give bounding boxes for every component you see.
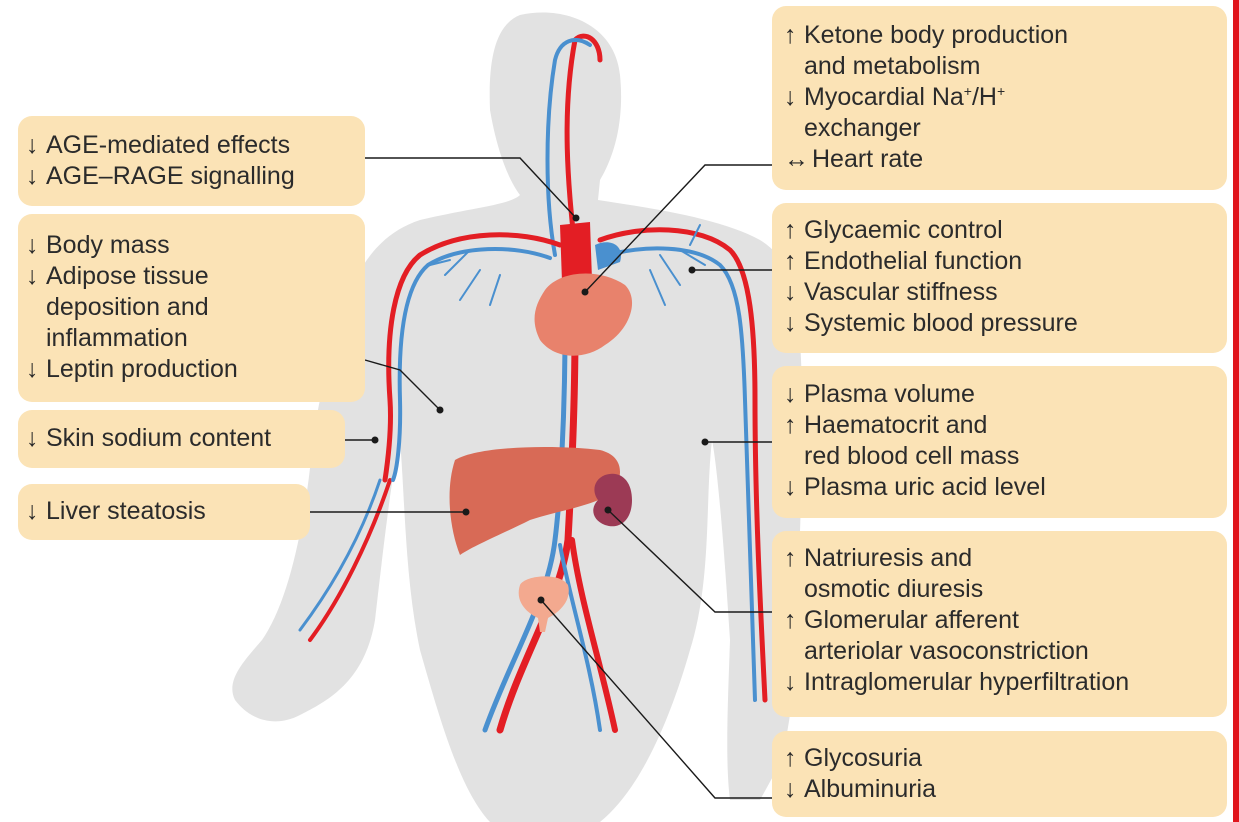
box-line: ↓Adipose tissue xyxy=(26,261,357,292)
box-text: Haematocrit and xyxy=(804,410,987,441)
box-text: osmotic diuresis xyxy=(784,574,1215,605)
box-text: inflammation xyxy=(26,323,357,354)
box-line: ↑Glycosuria xyxy=(784,743,1215,774)
box-line: ↑Ketone body production xyxy=(784,20,1215,51)
down-arrow-icon: ↓ xyxy=(26,130,46,161)
box-liver: ↓Liver steatosis xyxy=(18,484,310,540)
down-arrow-icon: ↓ xyxy=(784,379,804,410)
box-vascular: ↑Glycaemic control ↑Endothelial function… xyxy=(772,203,1227,353)
box-line: ↓Leptin production xyxy=(26,354,357,385)
down-arrow-icon: ↓ xyxy=(26,354,46,385)
box-text: AGE-mediated effects xyxy=(46,130,290,161)
box-text: Body mass xyxy=(46,230,170,261)
box-text: Myocardial Na+/H+ xyxy=(804,82,1005,113)
up-arrow-icon: ↑ xyxy=(784,605,804,636)
down-arrow-icon: ↓ xyxy=(784,774,804,805)
down-arrow-icon: ↓ xyxy=(26,161,46,192)
down-arrow-icon: ↓ xyxy=(26,261,46,292)
down-arrow-icon: ↓ xyxy=(26,423,46,454)
box-text: and metabolism xyxy=(784,51,1215,82)
box-text: Vascular stiffness xyxy=(804,277,998,308)
box-text: Intraglomerular hyperfiltration xyxy=(804,667,1129,698)
box-line: ↓Body mass xyxy=(26,230,357,261)
box-plasma: ↓Plasma volume ↑Haematocrit and red bloo… xyxy=(772,366,1227,518)
box-text: arteriolar vasoconstriction xyxy=(784,636,1215,667)
box-line: ↑Natriuresis and xyxy=(784,543,1215,574)
box-text: Albuminuria xyxy=(804,774,936,805)
box-text: Glycaemic control xyxy=(804,215,1003,246)
box-line: ↓AGE-mediated effects xyxy=(26,130,357,161)
frame-edge-bar xyxy=(1233,0,1239,822)
box-text: Leptin production xyxy=(46,354,238,385)
box-text: Systemic blood pressure xyxy=(804,308,1078,339)
box-text: Natriuresis and xyxy=(804,543,972,574)
box-text: red blood cell mass xyxy=(784,441,1215,472)
box-line: ↓Intraglomerular hyperfiltration xyxy=(784,667,1215,698)
box-text: Ketone body production xyxy=(804,20,1068,51)
box-line: ↑Glomerular afferent xyxy=(784,605,1215,636)
box-line: ↓Myocardial Na+/H+ xyxy=(784,82,1215,113)
down-arrow-icon: ↓ xyxy=(784,277,804,308)
down-arrow-icon: ↓ xyxy=(784,667,804,698)
down-arrow-icon: ↓ xyxy=(26,230,46,261)
box-line: ↓Plasma volume xyxy=(784,379,1215,410)
up-arrow-icon: ↑ xyxy=(784,743,804,774)
down-arrow-icon: ↓ xyxy=(784,472,804,503)
box-text: Liver steatosis xyxy=(46,496,206,527)
box-line: ↓Vascular stiffness xyxy=(784,277,1215,308)
box-age-effects: ↓AGE-mediated effects ↓AGE–RAGE signalli… xyxy=(18,116,365,206)
box-line: ↓Skin sodium content xyxy=(26,423,337,454)
box-text: Adipose tissue xyxy=(46,261,209,292)
box-skin-sodium: ↓Skin sodium content xyxy=(18,410,345,468)
box-line: ↑Glycaemic control xyxy=(784,215,1215,246)
box-text: exchanger xyxy=(784,113,1215,144)
box-kidney: ↑Natriuresis and osmotic diuresis ↑Glome… xyxy=(772,531,1227,717)
up-arrow-icon: ↑ xyxy=(784,246,804,277)
box-text: Endothelial function xyxy=(804,246,1022,277)
up-arrow-icon: ↑ xyxy=(784,410,804,441)
box-text: Heart rate xyxy=(812,144,923,175)
box-body-mass: ↓Body mass ↓Adipose tissue deposition an… xyxy=(18,214,365,402)
kidney-organ xyxy=(593,474,632,527)
box-line: ↔Heart rate xyxy=(784,144,1215,175)
box-text: Skin sodium content xyxy=(46,423,271,454)
box-heart: ↑Ketone body production and metabolism ↓… xyxy=(772,6,1227,190)
down-arrow-icon: ↓ xyxy=(784,308,804,339)
down-arrow-icon: ↓ xyxy=(784,82,804,113)
box-text: Glomerular afferent xyxy=(804,605,1019,636)
box-text: Plasma volume xyxy=(804,379,975,410)
up-arrow-icon: ↑ xyxy=(784,215,804,246)
box-text: Glycosuria xyxy=(804,743,922,774)
box-line: ↓Systemic blood pressure xyxy=(784,308,1215,339)
box-line: ↓AGE–RAGE signalling xyxy=(26,161,357,192)
left-right-arrow-icon: ↔ xyxy=(784,144,812,175)
up-arrow-icon: ↑ xyxy=(784,543,804,574)
box-line: ↓Albuminuria xyxy=(784,774,1215,805)
box-text: deposition and xyxy=(26,292,357,323)
box-bladder: ↑Glycosuria ↓Albuminuria xyxy=(772,731,1227,817)
box-line: ↑Endothelial function xyxy=(784,246,1215,277)
box-line: ↓Liver steatosis xyxy=(26,496,302,527)
box-line: ↓Plasma uric acid level xyxy=(784,472,1215,503)
box-line: ↑Haematocrit and xyxy=(784,410,1215,441)
box-text: Plasma uric acid level xyxy=(804,472,1046,503)
down-arrow-icon: ↓ xyxy=(26,496,46,527)
box-text: AGE–RAGE signalling xyxy=(46,161,295,192)
up-arrow-icon: ↑ xyxy=(784,20,804,51)
